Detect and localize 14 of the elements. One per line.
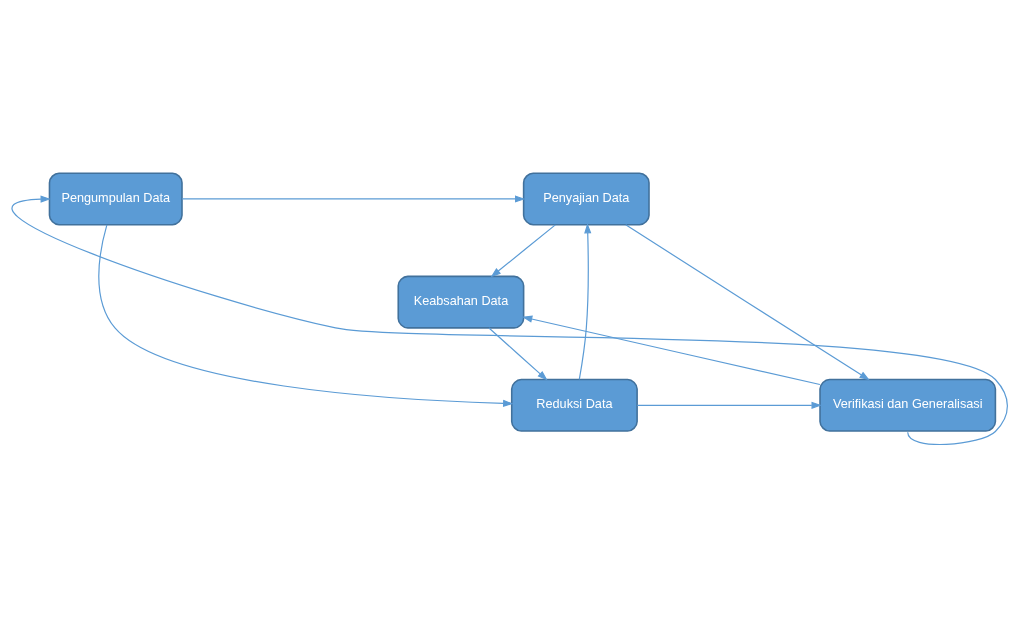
- arrow: [181, 195, 526, 203]
- arrow: [488, 327, 548, 381]
- node-box: Keabsahan Data: [397, 275, 525, 329]
- node-box: Pengumpulan Data: [48, 172, 183, 226]
- arrow: [522, 315, 821, 386]
- arrow: [98, 224, 514, 407]
- node-box: Reduksi Data: [510, 378, 638, 432]
- node-box: Verifikasi dan Generalisasi: [819, 378, 997, 432]
- arrow: [625, 224, 870, 381]
- arrow: [490, 224, 556, 278]
- node-box: Penyajian Data: [522, 172, 650, 226]
- arrow: [578, 223, 592, 381]
- arrow: [11, 195, 1008, 446]
- arrow: [636, 401, 822, 409]
